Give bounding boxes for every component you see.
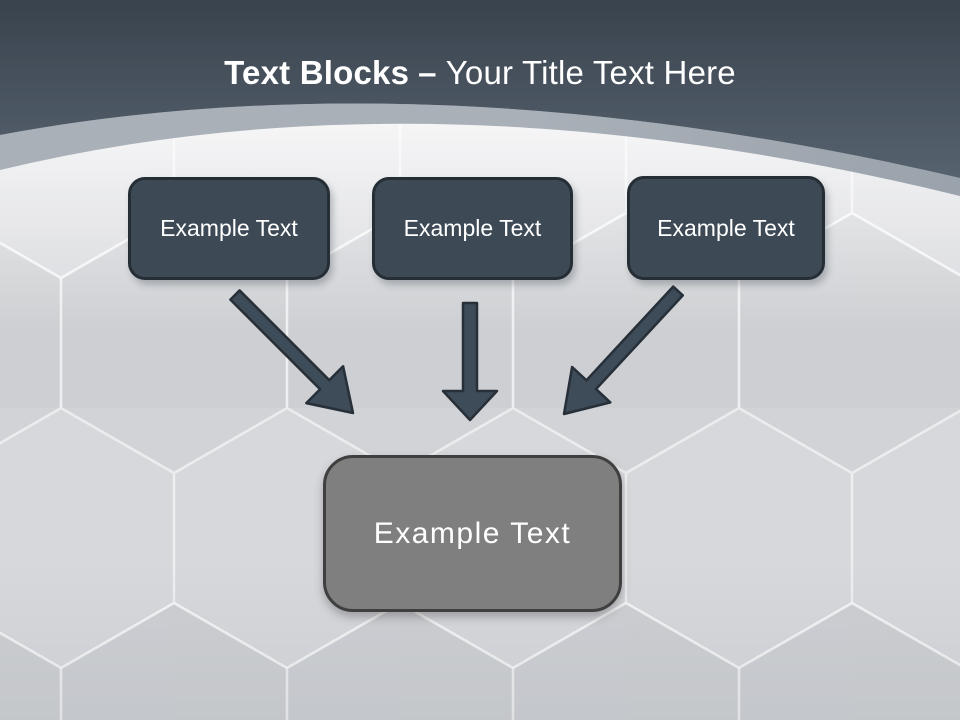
- text-block-label: Example Text: [160, 215, 298, 241]
- title-regular-part: Your Title Text Here: [445, 54, 736, 91]
- text-block-3[interactable]: Example Text: [627, 176, 825, 280]
- arrow-down-icon: [441, 301, 499, 422]
- title-bold-part: Text Blocks: [224, 54, 410, 91]
- result-block-label: Example Text: [373, 516, 572, 550]
- title-separator: –: [418, 54, 437, 91]
- text-block-1[interactable]: Example Text: [128, 177, 330, 280]
- arrow-group: [229, 285, 685, 422]
- result-block[interactable]: Example Text: [323, 455, 622, 612]
- curved-rim: [0, 103, 960, 196]
- text-block-label: Example Text: [403, 215, 542, 241]
- arrow-down-left-icon: [562, 285, 685, 416]
- text-block-label: Example Text: [657, 214, 795, 241]
- arrow-down-right-icon: [229, 289, 355, 415]
- page-title[interactable]: Text Blocks–Your Title Text Here: [0, 50, 960, 96]
- text-block-2[interactable]: Example Text: [372, 177, 573, 280]
- header-curve: [0, 0, 960, 178]
